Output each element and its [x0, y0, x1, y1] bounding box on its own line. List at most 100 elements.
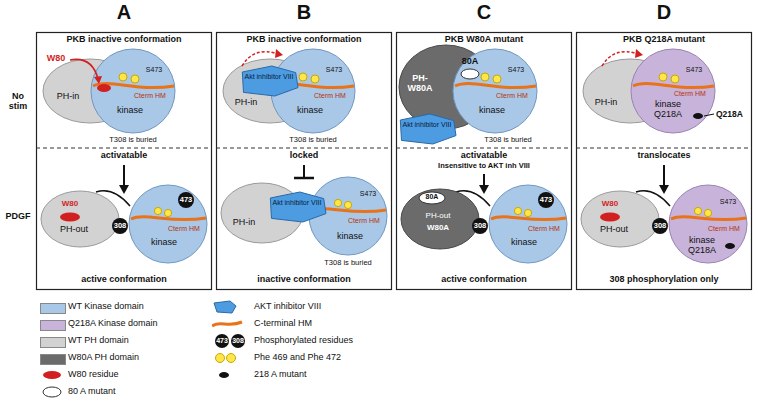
- node-text: W80: [62, 200, 78, 209]
- node-text: 80A: [426, 193, 439, 201]
- legend-text: W80A PH domain: [68, 353, 139, 363]
- legend-sample: [212, 317, 248, 331]
- shape-outline: [398, 114, 456, 144]
- kinase-domain: kinase S473Cterm HM: [90, 48, 176, 134]
- kinase-domain: kinase Cterm HM 473: [128, 184, 208, 264]
- panel-text: T308 is buried: [324, 259, 372, 267]
- panel: BPKB inactive conformationT308 is buried…: [216, 32, 392, 290]
- panel-letter: A: [117, 1, 131, 23]
- node-text: kinase: [117, 106, 143, 116]
- node-text: PH-in: [595, 98, 618, 108]
- callout-label: 80A: [462, 57, 479, 67]
- phospho-residue: 473: [178, 192, 194, 208]
- node-text: kinase: [511, 238, 537, 248]
- node-text: W80A: [427, 224, 449, 233]
- legend-text: Phosphorylated residues: [254, 336, 353, 346]
- node-text: Cterm HM: [674, 90, 706, 98]
- legend-text: C-terminal HM: [254, 319, 312, 329]
- shape-outline: [268, 192, 326, 222]
- panel-letter: B: [297, 1, 311, 23]
- legend-text: W80 residue: [68, 370, 119, 380]
- node-text: PH- W80A: [405, 74, 435, 94]
- inhibitor: Akt inhibitor VIII: [268, 192, 326, 222]
- phospho-residue: 308: [472, 218, 488, 234]
- node-text: Cterm HM: [708, 225, 740, 233]
- node-text: Cterm HM: [134, 92, 166, 100]
- residue-number: 473: [216, 337, 228, 345]
- node-text: 308: [114, 222, 127, 230]
- node-text: S473: [720, 198, 736, 206]
- node-text: PH-out: [426, 212, 451, 221]
- callout-label: W80: [47, 54, 66, 64]
- node-text: kinase: [297, 106, 323, 116]
- row-label: No stim: [3, 92, 33, 112]
- panel-text: T308 is buried: [484, 136, 532, 144]
- node-text: S473: [360, 190, 376, 198]
- panel-text: PKB Q218A mutant: [623, 35, 705, 45]
- shape-outline: [128, 184, 208, 264]
- panel-text: active conformation: [441, 275, 527, 285]
- node-text: 473: [540, 196, 553, 204]
- node-text: PH-out: [60, 225, 88, 235]
- shape-outline: [40, 190, 120, 248]
- node-text: Cterm HM: [496, 92, 528, 100]
- panel: CPKB W80A mutantT308 is buriedactivatabl…: [396, 32, 572, 290]
- node-text: Cterm HM: [168, 225, 200, 233]
- callout-label: Q218A: [716, 110, 743, 119]
- node-text: S473: [326, 66, 342, 74]
- ph-domain: W80PH-out: [580, 190, 660, 248]
- phospho-residue: 308: [112, 218, 128, 234]
- legend-swatch: [43, 371, 61, 379]
- ph-domain: W80PH-out: [40, 190, 120, 248]
- phospho-residue: 473: [538, 192, 554, 208]
- node-text: kinase Q218A: [682, 236, 722, 256]
- node-text: Akt inhibitor VIII: [243, 73, 295, 81]
- shape-outline: [580, 190, 660, 248]
- legend-sample: [212, 351, 248, 365]
- kinase-domain-mutant: kinase Q218AS473Cterm HM: [630, 48, 716, 134]
- legend-text: WT Kinase domain: [68, 302, 144, 312]
- legend-sample: [212, 368, 248, 382]
- node-text: Akt inhibitor VIII: [271, 199, 323, 207]
- panel: APKB inactive conformationT308 is buried…: [36, 32, 212, 290]
- panel-text: translocates: [637, 151, 690, 161]
- node-text: PH-out: [600, 225, 628, 235]
- node-text: 308: [474, 222, 487, 230]
- panel-letter: D: [657, 1, 671, 23]
- kinase-domain-mutant: kinase Q218A S473Cterm HM: [668, 184, 748, 264]
- panel-text: PKB inactive conformation: [66, 35, 181, 45]
- legend-swatch: [40, 354, 66, 365]
- panel-text: activatable: [101, 151, 148, 161]
- node-text: S473: [686, 66, 702, 74]
- shape-outline: [240, 66, 298, 96]
- node-text: Akt inhibitor VIII: [401, 121, 453, 129]
- node-text: kinase: [337, 232, 363, 242]
- legend-text: 218 A mutant: [254, 370, 307, 380]
- legend-swatch: [40, 337, 66, 348]
- legend-sample: [212, 300, 248, 314]
- legend-text: 80 A mutant: [68, 387, 116, 397]
- legend-text: Phe 469 and Phe 472: [254, 353, 341, 363]
- panel-text: 308 phosphorylation only: [609, 275, 718, 285]
- phospho-residue: 308: [652, 218, 668, 234]
- node-text: 308: [654, 222, 667, 230]
- inhibitor: Akt inhibitor VIII: [240, 66, 298, 96]
- node-text: S473: [146, 66, 162, 74]
- ph-domain-mutant: 80A PH-outW80A: [400, 188, 480, 250]
- kinase-domain: kinaseCterm HM473: [488, 184, 568, 264]
- node-text: PH-in: [235, 98, 258, 108]
- panel-text: PKB W80A mutant: [445, 35, 524, 45]
- node-text: S473: [508, 66, 524, 74]
- residue-number: 308: [232, 337, 244, 345]
- panel-letter: C: [477, 1, 491, 23]
- node-text: kinase: [479, 106, 505, 116]
- shape-outline: [488, 184, 568, 264]
- shape-outline: [90, 48, 176, 134]
- inhibitor: Akt inhibitor VIII: [398, 114, 456, 144]
- node-text: kinase: [151, 238, 177, 248]
- panel-text: activatable: [461, 151, 508, 161]
- legend-text: AKT inhibitor VIII: [254, 302, 321, 312]
- legend-swatch: [40, 320, 66, 331]
- node-text: W80: [602, 200, 618, 209]
